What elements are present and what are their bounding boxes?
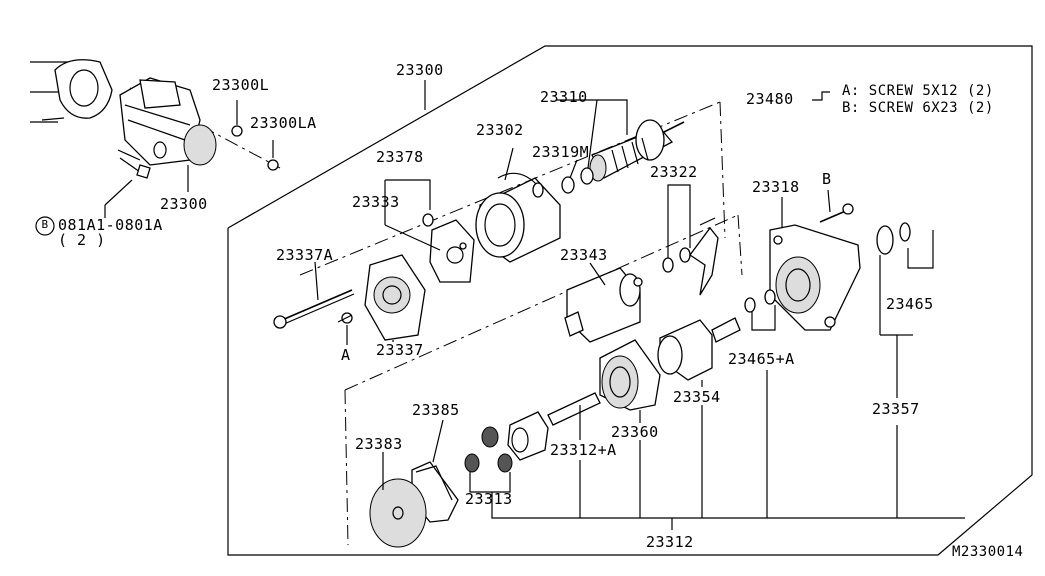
front-housing	[769, 203, 861, 331]
assembly-frame	[227, 45, 1033, 556]
label-23318: 23318	[752, 178, 800, 196]
label-23343: 23343	[560, 246, 608, 264]
leader-23385	[432, 419, 444, 463]
leader-23319M	[569, 159, 578, 179]
label-23480: 23480	[746, 90, 794, 108]
circled-b-symbol	[35, 216, 55, 236]
diagram-code: M2330014	[952, 544, 1024, 560]
leader-23312-tree	[491, 492, 965, 519]
leader-081A1	[104, 179, 133, 206]
yoke	[475, 172, 561, 263]
label-23300-top: 23300	[396, 61, 444, 79]
label-081A1-qty: ( 2 )	[58, 231, 106, 249]
solenoid	[564, 267, 643, 343]
label-23312A: 23312+A	[550, 441, 617, 459]
label-23465: 23465	[886, 295, 934, 313]
label-23337: 23337	[376, 341, 424, 359]
bracket-23480	[812, 91, 830, 101]
armature	[561, 119, 685, 194]
label-23337A: 23337A	[276, 246, 334, 264]
pinion-gear	[876, 222, 911, 255]
leader-23333	[384, 224, 441, 251]
label-23378: 23378	[376, 148, 424, 166]
leader-23313	[469, 472, 511, 493]
label-23480-screw-a: A: SCREW 5X12 (2)	[842, 83, 994, 99]
leader-23310	[557, 99, 628, 135]
planetary-gears	[464, 426, 513, 473]
label-23465A: 23465+A	[728, 350, 795, 368]
leader-23465	[907, 230, 934, 269]
leader-B	[827, 189, 831, 213]
label-23310: 23310	[540, 88, 588, 106]
overrunning-clutch	[657, 317, 741, 381]
rear-cover	[337, 254, 426, 341]
label-23302: 23302	[476, 121, 524, 139]
label-23357: 23357	[872, 400, 920, 418]
label-23333: 23333	[352, 193, 400, 211]
leader-23310-b	[587, 99, 598, 169]
label-23312: 23312	[646, 533, 694, 551]
brush-plate	[422, 213, 475, 283]
leader-23322	[667, 184, 691, 258]
label-23300L: 23300L	[212, 76, 270, 94]
label-B: B	[822, 170, 832, 188]
leader-23465A	[751, 305, 776, 331]
cover-plate	[369, 478, 427, 548]
circled-b-letter: B	[41, 218, 49, 231]
leader-23302	[504, 147, 514, 181]
label-23300LA: 23300LA	[250, 114, 317, 132]
label-081A1: 081A1-0801A	[58, 216, 163, 234]
internal-gear	[599, 339, 661, 411]
through-bolt	[273, 289, 355, 329]
label-23383: 23383	[355, 435, 403, 453]
label-23319M: 23319M	[532, 143, 590, 161]
label-23313: 23313	[465, 490, 513, 508]
label-23480-screw-b: B: SCREW 6X23 (2)	[842, 100, 994, 116]
leader-23357	[880, 334, 898, 398]
installed-starter-illustration	[30, 59, 279, 179]
label-23354: 23354	[673, 388, 721, 406]
leader-23337A	[314, 261, 319, 301]
leader-23343	[589, 262, 606, 286]
label-23300-left: 23300	[160, 195, 208, 213]
label-23385: 23385	[412, 401, 460, 419]
leader-23378	[385, 179, 431, 210]
washers	[744, 289, 776, 313]
shift-lever	[662, 217, 719, 296]
label-23360: 23360	[611, 423, 659, 441]
label-23322: 23322	[650, 163, 698, 181]
label-A: A	[341, 346, 351, 364]
pinion-shaft	[507, 392, 601, 461]
